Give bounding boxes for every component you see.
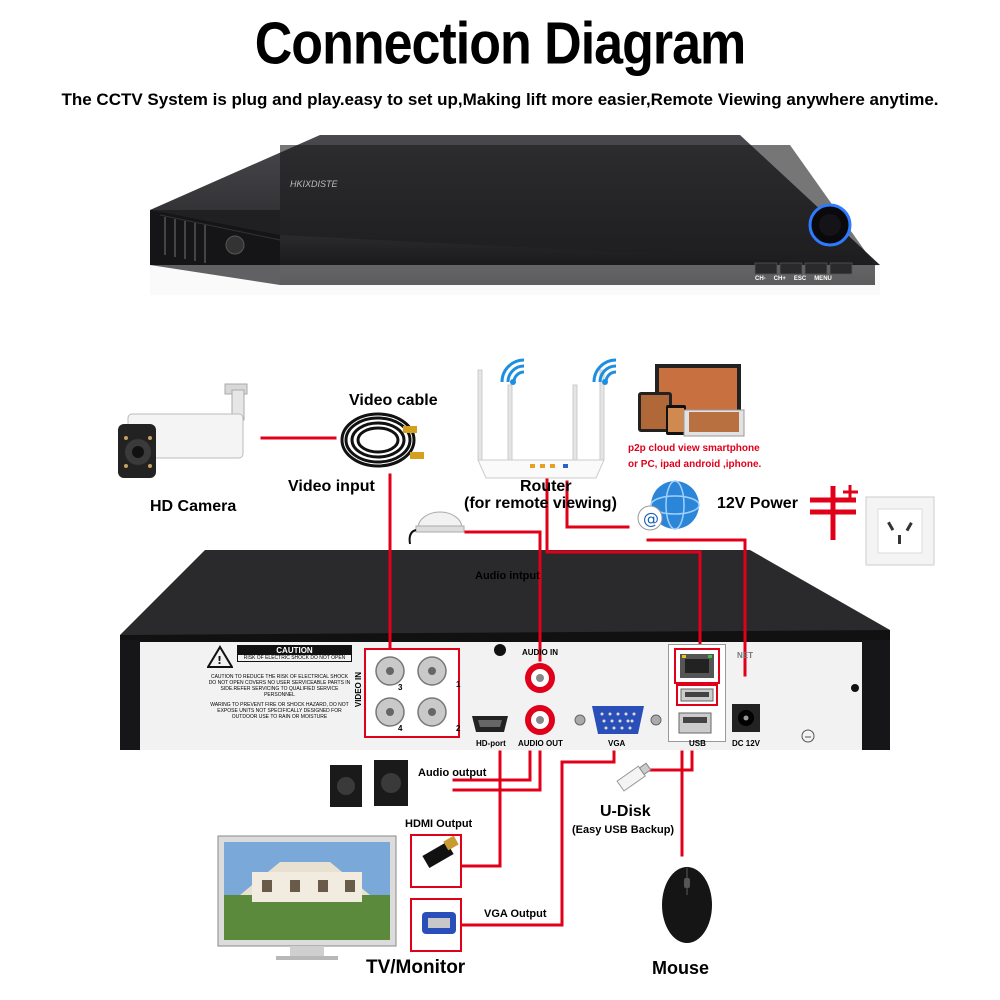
dvr-front-image: HKIXDISTE	[150, 135, 880, 295]
hd-camera-image	[118, 383, 248, 478]
video-cable-label: Video cable	[349, 392, 438, 409]
net-label: NET	[737, 651, 753, 660]
power-label: 12V Power	[717, 495, 798, 512]
subtitle: The CCTV System is plug and play.easy to…	[61, 90, 939, 109]
tv-monitor-image	[217, 835, 397, 960]
audio-in-port[interactable]	[522, 660, 558, 696]
hd-port-label: HD-port	[476, 739, 506, 748]
front-button-ch-minus: CH-	[755, 276, 766, 282]
hdmi-port[interactable]	[470, 714, 510, 736]
udisk-sub-label: (Easy USB Backup)	[572, 824, 675, 836]
udisk-label: U-Disk	[600, 803, 651, 820]
bnc-number-1: 1	[456, 680, 461, 689]
video-in-label: VIDEO IN	[354, 672, 363, 708]
vga-plug-box	[410, 898, 462, 952]
warning-text: WARING TO PREVENT FIRE OR SHOCK HAZARD, …	[210, 702, 349, 720]
audio-output-label: Audio output	[418, 767, 487, 779]
front-button-ch-plus: CH+	[773, 276, 786, 282]
usb-port-1[interactable]	[676, 684, 718, 706]
hdmi-plug-box	[410, 834, 462, 888]
power-symbol-icon	[810, 485, 858, 540]
speakers-image	[330, 760, 408, 807]
usb-stick-icon	[616, 762, 652, 792]
front-button-menu: MENU	[814, 276, 832, 282]
ground-icon	[801, 729, 815, 743]
router-sub-label: (for remote viewing)	[464, 495, 617, 512]
page-title: Connection Diagram	[254, 10, 747, 78]
mouse-label: Mouse	[652, 958, 710, 978]
bnc-number-2: 2	[456, 724, 461, 733]
hdmi-output-label: HDMI Output	[405, 818, 473, 830]
net-port[interactable]	[674, 648, 720, 684]
vga-port[interactable]	[572, 703, 664, 739]
dvr-brand: HKIXDISTE	[290, 179, 339, 189]
tv-monitor-label: TV/Monitor	[366, 957, 466, 978]
caution-text: CAUTION TO REDUCE THE RISK OF ELECTRICAL…	[208, 674, 351, 698]
bnc-number-3: 3	[398, 683, 403, 692]
vga-output-label: VGA Output	[484, 908, 547, 920]
mouse-image	[662, 867, 712, 943]
dc-label: DC 12V	[732, 739, 761, 748]
front-button-esc: ESC	[793, 276, 807, 282]
video-cable-image	[340, 412, 424, 468]
usb-port-2[interactable]	[676, 710, 714, 736]
video-input-label: Video input	[288, 478, 375, 495]
dc-power-port[interactable]	[728, 700, 764, 736]
svg-text:@: @	[643, 509, 659, 528]
bnc-number-4: 4	[398, 724, 403, 733]
audio-input-label: Audio intput	[475, 570, 540, 582]
vga-label: VGA	[608, 739, 626, 748]
warning-triangle-icon: !	[207, 645, 233, 668]
caution-title: CAUTION	[238, 646, 351, 655]
router-label: Router	[520, 478, 572, 495]
usb-label: USB	[689, 739, 706, 748]
video-in-ports[interactable]	[364, 648, 460, 738]
svg-text:!: !	[217, 654, 222, 667]
internet-globe-icon: @	[637, 480, 700, 531]
caution-label: ! CAUTION RISK OF ELECTRIC SHOCK DO NOT …	[207, 645, 352, 745]
hd-camera-label: HD Camera	[150, 498, 237, 515]
audio-out-port[interactable]	[522, 702, 558, 738]
audio-in-label: AUDIO IN	[522, 648, 558, 657]
p2p-label-line2: or PC, ipad android ,iphone.	[628, 459, 762, 470]
audio-out-label: AUDIO OUT	[518, 739, 563, 748]
p2p-devices-image	[638, 364, 745, 437]
router-image	[477, 358, 617, 479]
p2p-label-line1: p2p cloud view smartphone	[628, 443, 760, 454]
caution-sub: RISK OF ELECTRIC SHOCK DO NOT OPEN	[243, 655, 346, 661]
